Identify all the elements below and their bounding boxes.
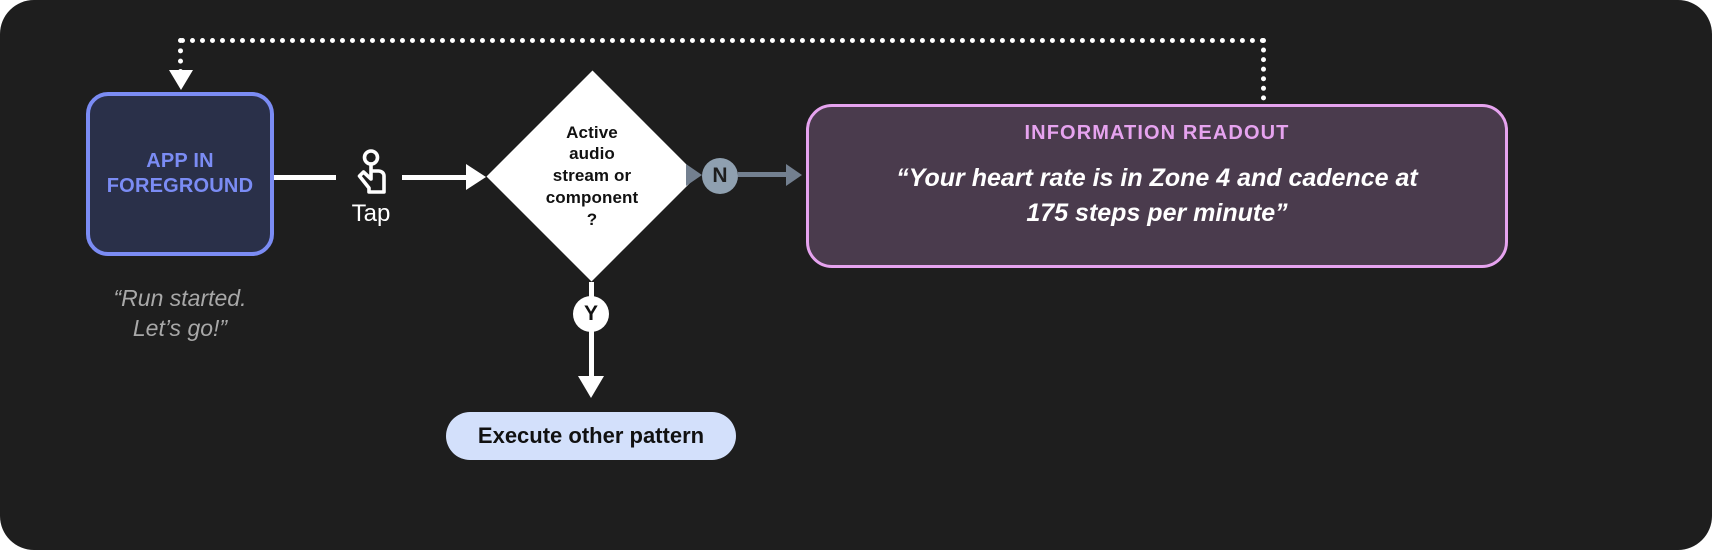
execute-other-pattern-button[interactable]: Execute other pattern	[446, 412, 736, 460]
app-in-foreground-node[interactable]: APP IN FOREGROUND	[86, 92, 274, 256]
app-node-caption: “Run started. Let’s go!”	[66, 283, 294, 344]
arrowhead-into-decision	[466, 164, 486, 190]
connector-no-to-readout	[738, 172, 788, 177]
feedback-loop-arrowhead	[169, 70, 193, 90]
readout-title: INFORMATION READOUT	[1024, 122, 1290, 144]
app-label-line1: APP IN	[146, 150, 214, 172]
readout-body: “Your heart rate is in Zone 4 and cadenc…	[835, 161, 1479, 230]
feedback-loop-left-vertical-line	[178, 38, 183, 74]
tap-label: Tap	[351, 200, 391, 227]
readout-body-line1: “Your heart rate is in Zone 4 and cadenc…	[896, 164, 1418, 192]
no-branch-badge: N	[702, 158, 738, 194]
connector-tap-to-decision	[402, 175, 470, 180]
arrowhead-into-execute-pill	[578, 376, 604, 398]
connector-app-to-tap	[274, 175, 336, 180]
decision-line5: ?	[586, 209, 598, 229]
feedback-loop-horizontal-line	[180, 38, 1266, 43]
tap-gesture-group: Tap	[340, 148, 402, 226]
connector-decision-to-yes-badge	[589, 282, 594, 300]
app-caption-line2: Let’s go!”	[132, 315, 228, 342]
app-label-line2: FOREGROUND	[106, 175, 254, 197]
arrowhead-no-branch	[686, 164, 702, 186]
decision-line2: audio	[569, 144, 615, 164]
readout-body-line2: 175 steps per minute”	[1026, 198, 1288, 227]
decision-line1: Active	[566, 122, 618, 142]
app-caption-line1: “Run started.	[113, 285, 247, 311]
app-in-foreground-label: APP IN FOREGROUND	[107, 149, 253, 199]
feedback-loop-right-vertical-line	[1261, 38, 1266, 110]
arrowhead-into-readout	[786, 164, 802, 186]
information-readout-panel[interactable]: INFORMATION READOUT “Your heart rate is …	[806, 104, 1508, 268]
decision-line3: stream or	[552, 166, 632, 186]
tap-gesture-icon	[357, 149, 386, 194]
decision-node[interactable]: Active audio stream or component ?	[486, 70, 698, 282]
yes-branch-badge: Y	[573, 296, 609, 332]
connector-yes-to-execute	[589, 330, 594, 380]
decision-label: Active audio stream or component ?	[487, 70, 697, 282]
decision-line4: component	[545, 187, 639, 207]
